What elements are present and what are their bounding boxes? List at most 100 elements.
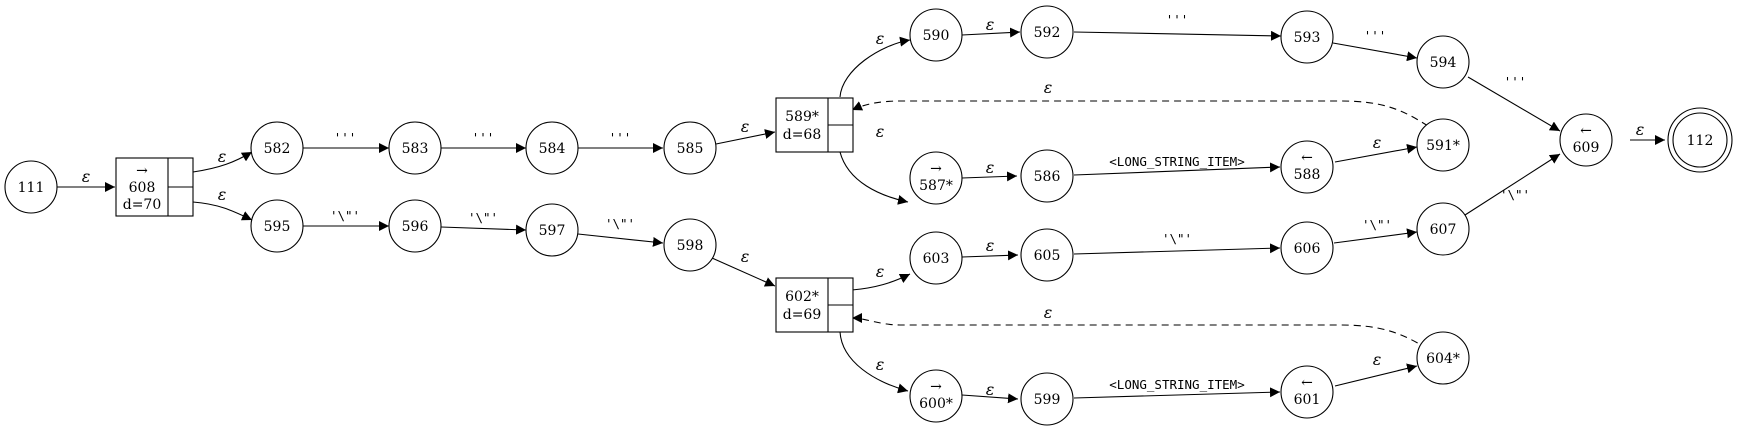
- state-604[interactable]: 604*: [1416, 331, 1470, 385]
- state-label: 603: [923, 251, 950, 267]
- state-593[interactable]: 593: [1280, 10, 1334, 64]
- state-arrow: ←: [1580, 123, 1592, 139]
- state-circle: [909, 369, 963, 423]
- state-597[interactable]: 597: [525, 203, 579, 257]
- edge-601-604: [1334, 363, 1418, 387]
- state-label: 112: [1687, 133, 1714, 149]
- edge-592-593: [1073, 30, 1282, 41]
- state-depth: d=69: [783, 307, 822, 323]
- state-596[interactable]: 596: [388, 199, 442, 253]
- state-592[interactable]: 592: [1020, 5, 1074, 59]
- edge-598-602: [711, 257, 776, 287]
- state-111[interactable]: 111: [4, 160, 58, 214]
- state-599[interactable]: 599: [1020, 372, 1074, 426]
- state-label: 111: [18, 180, 45, 196]
- edge-585-589: [715, 129, 776, 145]
- label-587-586: ε: [986, 158, 995, 177]
- state-602-box[interactable]: 602* d=69: [775, 277, 854, 333]
- state-588[interactable]: ← 588: [1280, 140, 1334, 194]
- state-circle: [1416, 35, 1470, 89]
- state-590[interactable]: 590: [909, 8, 963, 62]
- label-601-604: ε: [1373, 350, 1382, 369]
- edge-597-598: [577, 233, 664, 247]
- label-589-587: ε: [876, 122, 885, 141]
- state-circle: [909, 231, 963, 285]
- edge-590-592: [961, 27, 1021, 38]
- label-609-112: ε: [1636, 120, 1645, 139]
- state-arrow: →: [136, 163, 148, 179]
- state-112-final[interactable]: 112: [1667, 107, 1733, 173]
- state-circle: [4, 160, 58, 214]
- state-606[interactable]: 606: [1280, 221, 1334, 275]
- state-605[interactable]: 605: [1020, 228, 1074, 282]
- state-595[interactable]: 595: [250, 199, 304, 253]
- state-circle: [1280, 140, 1334, 194]
- state-circle: [250, 199, 304, 253]
- state-circle: [909, 8, 963, 62]
- label-586-588: <LONG_STRING_ITEM>: [1109, 154, 1244, 169]
- state-589-box[interactable]: 589* d=68: [775, 97, 854, 153]
- state-607[interactable]: 607: [1416, 202, 1470, 256]
- label-602-600: ε: [876, 355, 885, 374]
- label-111-608: ε: [82, 167, 91, 186]
- state-label: 601: [1294, 392, 1321, 408]
- state-label: 598: [677, 238, 704, 254]
- label-585-589: ε: [741, 117, 750, 136]
- edge-589-587: [839, 151, 909, 205]
- label-599-601: <LONG_STRING_ITEM>: [1109, 377, 1244, 392]
- state-587[interactable]: → 587*: [909, 151, 963, 205]
- edge-599-601: [1073, 387, 1281, 399]
- state-circle-inner: [1672, 112, 1728, 168]
- state-608-box[interactable]: → 608 d=70: [115, 157, 194, 217]
- label-588-591: ε: [1373, 133, 1382, 152]
- state-583[interactable]: 583: [388, 121, 442, 175]
- state-586[interactable]: 586: [1020, 149, 1074, 203]
- edge-587-586: [961, 171, 1018, 182]
- state-circle: [388, 199, 442, 253]
- edge-608-582: [192, 151, 253, 173]
- state-label: 592: [1034, 25, 1061, 41]
- state-label: 584: [539, 141, 566, 157]
- state-circle: [1020, 5, 1074, 59]
- state-601[interactable]: ← 601: [1280, 365, 1334, 419]
- state-circle: [1416, 331, 1470, 385]
- state-circle: [1280, 221, 1334, 275]
- state-603[interactable]: 603: [909, 231, 963, 285]
- edge-594-609: [1467, 76, 1561, 132]
- state-584[interactable]: 584: [525, 121, 579, 175]
- label-608-582: ε: [218, 147, 227, 166]
- state-label: 585: [677, 141, 704, 157]
- state-arrow: →: [930, 161, 942, 177]
- state-label: 608: [129, 180, 156, 196]
- state-arrow: ←: [1301, 150, 1313, 166]
- state-594[interactable]: 594: [1416, 35, 1470, 89]
- state-circle: [525, 121, 579, 175]
- label-608-595: ε: [218, 185, 227, 204]
- state-label: 602*: [785, 289, 819, 305]
- state-591[interactable]: 591*: [1416, 118, 1470, 172]
- label-593-594: ''': [1364, 28, 1387, 43]
- state-label: 605: [1034, 248, 1061, 264]
- label-605-606: '\"': [1162, 231, 1192, 246]
- label-598-602: ε: [741, 247, 750, 266]
- state-label: 600*: [919, 396, 953, 412]
- state-label: 609: [1573, 140, 1600, 156]
- label-583-584: ''': [472, 130, 495, 145]
- state-label: 595: [264, 219, 291, 235]
- state-585[interactable]: 585: [663, 121, 717, 175]
- state-600[interactable]: → 600*: [909, 369, 963, 423]
- edge-600-599: [961, 393, 1019, 404]
- label-592-593: ''': [1166, 12, 1189, 27]
- state-label: 606: [1294, 241, 1321, 257]
- state-598[interactable]: 598: [663, 218, 717, 272]
- state-609[interactable]: ← 609: [1559, 113, 1613, 167]
- edge-591-589-dashed: [851, 100, 1429, 127]
- state-582[interactable]: 582: [250, 121, 304, 175]
- edge-602-603: [851, 273, 911, 291]
- label-606-607: '\"': [1362, 217, 1392, 232]
- state-label: 588: [1294, 167, 1321, 183]
- label-607-609: '\"': [1500, 187, 1530, 202]
- label-594-609: ''': [1504, 74, 1527, 89]
- state-circle: [663, 218, 717, 272]
